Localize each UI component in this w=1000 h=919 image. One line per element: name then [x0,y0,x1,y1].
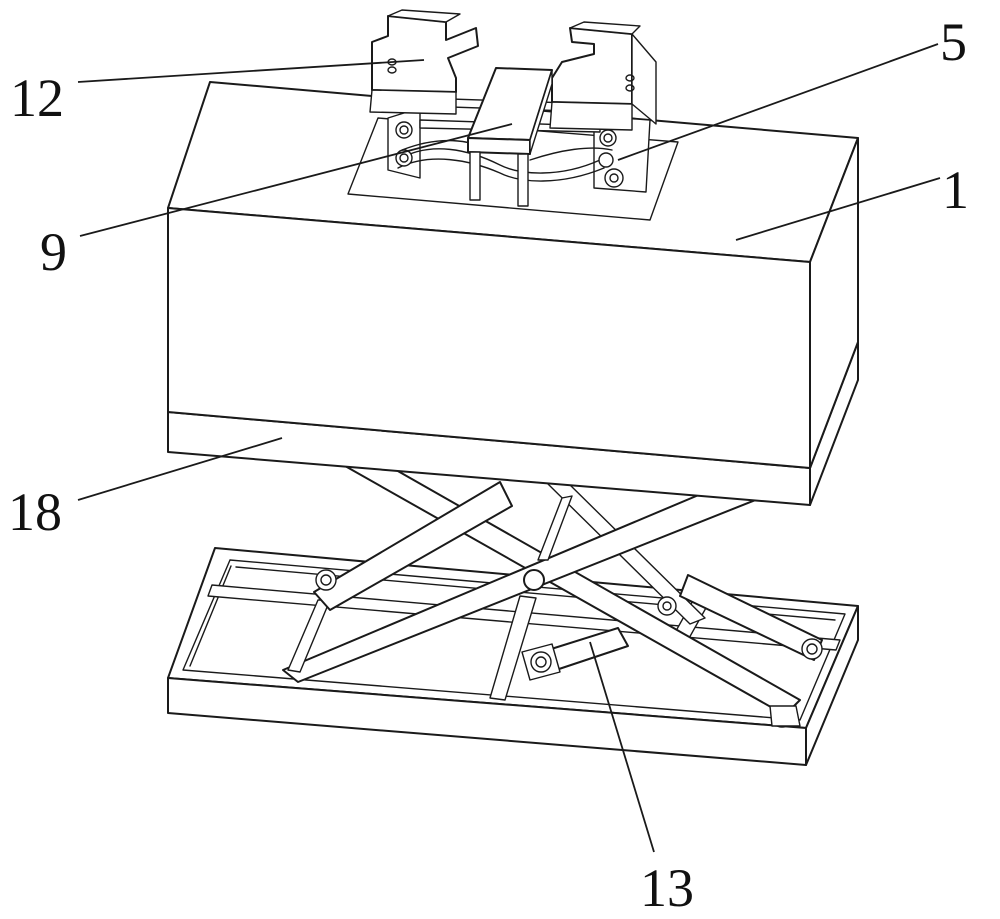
callout-13: 13 [640,858,694,918]
callout-1: 1 [942,160,969,220]
callout-9: 9 [40,222,67,282]
clamp-assembly [348,10,678,220]
callout-12: 12 [10,68,64,128]
center-pivot [524,570,544,590]
callout-5: 5 [940,12,967,72]
left-clamp-jaw [372,16,478,92]
right-clamp-jaw [552,28,632,104]
callout-18: 18 [8,482,62,542]
